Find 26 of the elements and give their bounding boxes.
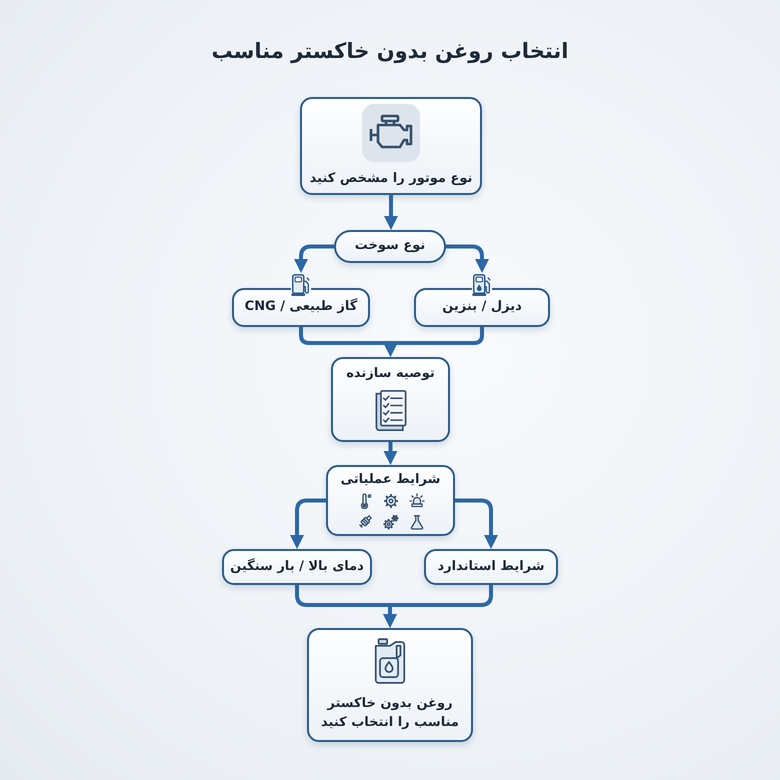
arrow bbox=[384, 327, 484, 357]
arrow bbox=[455, 498, 498, 549]
arrow bbox=[294, 244, 334, 273]
step-box bbox=[331, 357, 450, 442]
node-text: گاز طبیعی / CNG bbox=[244, 298, 358, 316]
option-box bbox=[232, 273, 370, 327]
diagram-title: انتخاب روغن بدون خاکستر مناسب bbox=[212, 38, 568, 66]
arrow bbox=[384, 442, 398, 465]
node-text: نوع سوخت bbox=[354, 237, 426, 256]
branch-pill bbox=[334, 230, 446, 263]
node-text: شرایط استاندارد bbox=[437, 558, 545, 576]
option-box bbox=[222, 549, 372, 585]
node-text: توصیه سازنده bbox=[346, 364, 435, 383]
result-box bbox=[307, 628, 473, 742]
arrow bbox=[446, 244, 489, 273]
node-text: نوع موتور را مشخص کنید bbox=[310, 170, 472, 188]
node-text: شرایط عملیاتی bbox=[340, 470, 440, 489]
node-text: روغن بدون خاکستر مناسب را انتخاب کنید bbox=[320, 695, 460, 732]
node-text: دمای بالا / بار سنگین bbox=[230, 558, 364, 576]
step-box bbox=[300, 97, 482, 195]
option-box bbox=[424, 549, 558, 585]
node-text: دیزل / بنزین bbox=[442, 298, 522, 316]
step-box bbox=[326, 465, 455, 536]
arrow bbox=[384, 195, 398, 230]
arrow bbox=[290, 498, 326, 549]
option-box bbox=[414, 273, 550, 327]
